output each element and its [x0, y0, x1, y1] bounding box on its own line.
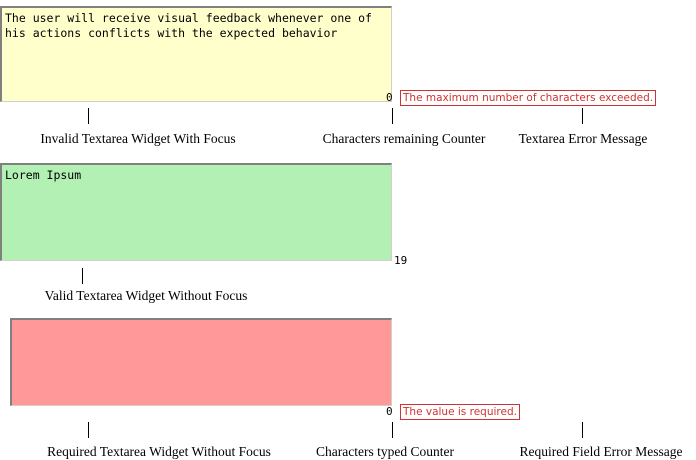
caption-characters-remaining-counter: Characters remaining Counter [322, 131, 486, 146]
caption-valid-textarea-without-focus: Valid Textarea Widget Without Focus [44, 288, 248, 303]
caption-required-textarea-without-focus: Required Textarea Widget Without Focus [47, 444, 271, 459]
tick-required-textarea [88, 422, 89, 438]
tick-characters-typed-counter [392, 422, 393, 438]
tick-valid-textarea [82, 268, 83, 284]
caption-characters-typed-counter: Characters typed Counter [316, 444, 454, 459]
valid-textarea-without-focus[interactable]: Lorem Ipsum [0, 163, 392, 261]
tick-textarea-error-message [582, 108, 583, 124]
invalid-textarea-with-focus[interactable]: The user will receive visual feedback wh… [0, 6, 392, 102]
tick-required-field-error-message [582, 422, 583, 438]
characters-typed-counter: 0 [386, 405, 393, 418]
textarea-error-message: The maximum number of characters exceede… [400, 90, 657, 106]
caption-invalid-textarea-with-focus: Invalid Textarea Widget With Focus [40, 131, 236, 146]
characters-remaining-counter: 0 [386, 91, 393, 104]
required-textarea-without-focus[interactable] [10, 318, 392, 406]
caption-textarea-error-message: Textarea Error Message [518, 131, 648, 146]
tick-invalid-textarea [88, 108, 89, 124]
required-field-error-message: The value is required. [400, 404, 520, 420]
tick-characters-remaining-counter [392, 108, 393, 124]
characters-counter-valid: 19 [394, 254, 408, 267]
caption-required-field-error-message: Required Field Error Message [519, 444, 683, 459]
